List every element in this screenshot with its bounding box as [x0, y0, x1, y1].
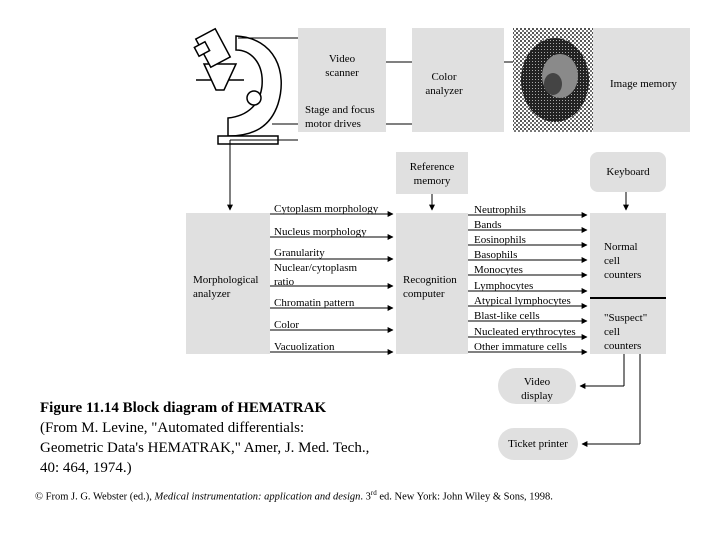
- image-memory-box: [590, 28, 690, 132]
- ticket-printer-label: Ticket printer: [508, 438, 568, 450]
- recognition-computer-box: [396, 213, 468, 354]
- feature-label: Chromatin pattern: [274, 297, 355, 309]
- cell-image: [513, 28, 593, 132]
- keyboard-box: [590, 152, 666, 192]
- celltype-label: Atypical lymphocytes: [474, 295, 571, 307]
- celltype-label: Nucleated erythrocytes: [474, 326, 576, 338]
- counters-box: [590, 213, 666, 354]
- celltype-label: Neutrophils: [474, 204, 526, 216]
- celltype-label: Other immature cells: [474, 341, 567, 353]
- video-scanner-label: Video scanner: [325, 53, 359, 79]
- suspect-counters-label: "Suspect" cell counters: [604, 312, 648, 352]
- color-analyzer-label: Color analyzer: [425, 71, 463, 97]
- keyboard-label: Keyboard: [606, 166, 650, 178]
- reference-memory-label: Reference memory: [409, 161, 455, 187]
- celltype-label: Basophils: [474, 249, 518, 261]
- caption-body: (From M. Levine, "Automated differential…: [40, 420, 370, 476]
- celltype-label: Blast-like cells: [474, 310, 540, 322]
- credit-book: Medical instrumentation: application and…: [154, 491, 361, 503]
- feature-label: Nuclear/cytoplasm ratio: [274, 262, 358, 288]
- figure-caption: Figure 11.14 Block diagram of HEMATRAK (…: [40, 398, 370, 478]
- feature-label: Color: [274, 319, 300, 331]
- recognition-computer-label: Recognition computer: [403, 274, 457, 300]
- morphological-analyzer-label: Morphological analyzer: [193, 274, 259, 300]
- microscope-icon: [193, 27, 282, 145]
- caption-title: Figure 11.14 Block diagram of HEMATRAK: [40, 400, 327, 416]
- celltype-label: Bands: [474, 219, 502, 231]
- feature-label: Cytoplasm morphology: [274, 203, 379, 215]
- credit-prefix: © From J. G. Webster (ed.),: [35, 491, 155, 503]
- morphological-analyzer-box: [186, 213, 270, 354]
- feature-label: Nucleus morphology: [274, 226, 367, 238]
- color-analyzer-box: [412, 28, 504, 132]
- video-scanner-box: [298, 28, 386, 132]
- feature-label: Vacuolization: [274, 341, 335, 353]
- celltype-label: Eosinophils: [474, 234, 526, 246]
- credit-edition-sup: rd: [370, 489, 377, 497]
- feature-label: Granularity: [274, 247, 325, 259]
- video-display-shape: [498, 368, 576, 404]
- image-memory-label: Image memory: [610, 78, 677, 90]
- celltype-label: Monocytes: [474, 264, 523, 276]
- credit-suffix: ed. New York: John Wiley & Sons, 1998.: [376, 491, 553, 503]
- ticket-printer-shape: [498, 428, 578, 460]
- stage-focus-label: Stage and focus motor drives: [305, 104, 375, 130]
- reference-memory-box: [396, 152, 468, 194]
- credit-edition: . 3: [360, 491, 371, 503]
- video-display-label: Video display: [521, 376, 553, 402]
- credit-line: © From J. G. Webster (ed.), Medical inst…: [35, 489, 553, 503]
- celltype-label: Lymphocytes: [474, 280, 534, 292]
- normal-counters-label: Normal cell counters: [604, 241, 642, 281]
